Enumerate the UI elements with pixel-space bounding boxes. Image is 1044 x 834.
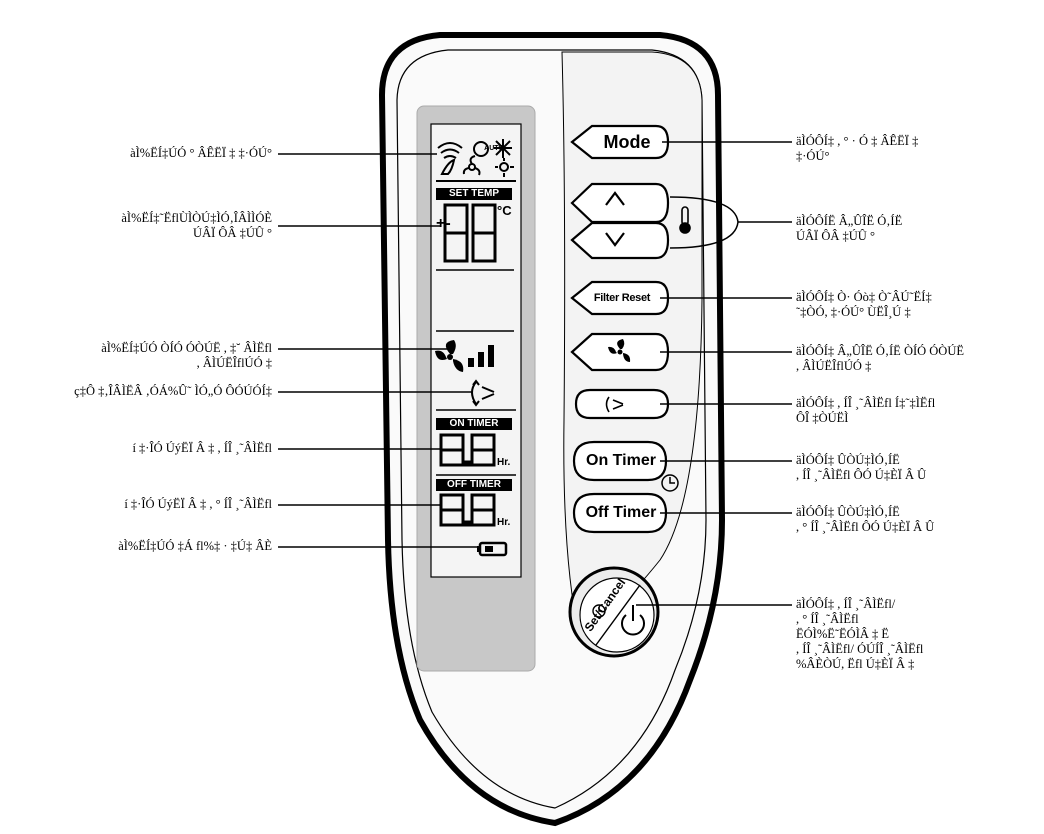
right-label-temp-buttons: äÌÓÔÍË Â„ÛÎË Ó‚ÍË ÚÂÏ ÔÂ ‡ÚÛ ° — [796, 214, 902, 244]
right-label-fan-button: äÌÓÔÍ‡ Â„ÛÎË Ó‚ÍË ÒÍÓ ÓÒÚË , ÂÌÚËÎflÚÓ ‡ — [796, 344, 964, 374]
lcd-off-hr-label: Hr. — [497, 517, 510, 528]
right-label-mode-button: äÌÓÔÍ‡ , ° · Ó ‡ ÂÊËÏ ‡ ‡·ÓÚ° — [796, 134, 918, 164]
left-label-temp-indicator: àÌ%ËÍ‡˜ËflÙÌÒÚ‡ÌÓ‚ÎÂÌÌÓÈ ÚÂÏ ÔÂ ‡ÚÛ ° — [121, 211, 272, 241]
on-timer-button[interactable]: On Timer — [576, 449, 666, 473]
left-label-off-timer-display: í ‡·ÎÓ ÚýËÏ Â ‡ , ° ÍÎ ¸˜ÂÌËfl — [124, 497, 272, 512]
temp-up-button[interactable] — [572, 184, 668, 222]
mode-button[interactable]: Mode — [590, 130, 664, 154]
temp-down-button[interactable] — [572, 223, 668, 258]
right-label-set-cancel-button: äÌÓÔÍ‡ , ÍÎ ¸˜ÂÌËfl/ , ° ÍÎ ¸˜ÂÌËfl ËÓÌ%… — [796, 597, 923, 672]
lcd-on-hr-label: Hr. — [497, 457, 510, 468]
lcd-off-timer-label: OFF TIMER — [436, 479, 512, 491]
left-label-fan-speed-indicator: àÌ%ËÍ‡ÚÓ ÒÍÓ ÓÒÚË , ‡˘ ÂÌËfl , ÂÌÚËÎflÚÓ… — [101, 341, 272, 371]
lcd-on-timer-label: ON TIMER — [436, 418, 512, 430]
plus-minus: +- — [436, 215, 451, 232]
left-label-battery-indicator: àÌ%ËÍ‡ÚÓ ‡Á fl%‡ · ‡Ú‡ ÂÈ — [118, 539, 272, 554]
lcd-celsius-label: °C — [497, 203, 512, 218]
lcd-auto-label: AUTO — [484, 145, 504, 153]
right-label-swing-button: äÌÓÔÍ‡ , ÍÎ ¸˜ÂÌËfl Í‡˜‡ÌËfl ÔÎ ‡ÒÚËÌ — [796, 396, 935, 426]
lcd-set-temp-label: SET TEMP — [436, 188, 512, 200]
right-label-filter-reset: äÌÓÔÍ‡ Ò· Óò‡ Ò˜ÂÚ˜ËÍ‡ ˜‡ÒÓ, ‡·ÓÚ° ÙËÎ¸Ú… — [796, 290, 932, 320]
fan-speed-button[interactable] — [572, 334, 668, 370]
right-label-off-timer-button: äÌÓÔÍ‡ ÛÒÚ‡ÌÓ‚ÍË , ° ÍÎ ¸˜ÂÌËfl ÔÓ Ú‡ÈÏ … — [796, 505, 934, 535]
left-label-airflow-direction: ç‡Ô ‡‚ÎÂÌËÂ ‚ÓÁ%Û˜ ÌÓ„Ó ÔÓÚÓÍ‡ — [74, 384, 272, 399]
swing-button[interactable] — [576, 390, 668, 418]
filter-reset-button[interactable]: Filter Reset — [578, 289, 666, 307]
off-timer-button[interactable]: Off Timer — [576, 501, 666, 525]
left-label-on-timer-display: í ‡·ÎÓ ÚýËÏ Â ‡ , ÍÎ ¸˜ÂÌËfl — [132, 441, 272, 456]
left-label-mode-indicator: àÌ%ËÍ‡ÚÓ ° ÂÊËÏ ‡ ‡·ÓÚ° — [130, 146, 272, 161]
right-label-on-timer-button: äÌÓÔÍ‡ ÛÒÚ‡ÌÓ‚ÍË , ÍÎ ¸˜ÂÌËfl ÔÓ Ú‡ÈÏ Â … — [796, 453, 926, 483]
